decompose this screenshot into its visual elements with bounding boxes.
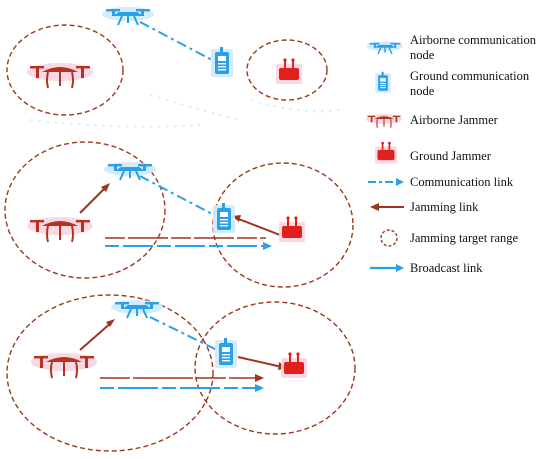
legend-item-airborne-jammer: Airborne Jammer bbox=[365, 113, 499, 129]
jamming-link-icon bbox=[370, 203, 404, 211]
legend-label-line-2: node bbox=[410, 84, 435, 98]
legend-label: Broadcast link bbox=[410, 261, 483, 275]
scenario-2 bbox=[4, 141, 354, 288]
jamming-link bbox=[235, 217, 281, 236]
broadcast-link-arrowhead bbox=[255, 384, 264, 392]
communication-link bbox=[149, 316, 218, 351]
jamming-range-ring bbox=[194, 301, 356, 435]
airborne-communication-node bbox=[103, 161, 157, 181]
legend-item-jamming-target-range: Jamming target range bbox=[380, 229, 519, 247]
legend-item-broadcast-link: Broadcast link bbox=[370, 261, 483, 275]
jamming-range-ring bbox=[6, 24, 124, 116]
ground-communication-node bbox=[213, 203, 235, 233]
legend-label: Airborne communication bbox=[410, 33, 537, 47]
communication-link bbox=[139, 175, 215, 216]
jamming-range-ring bbox=[246, 39, 328, 101]
ground-communication-node-icon bbox=[375, 71, 391, 93]
legend-label: Communication link bbox=[410, 175, 514, 189]
jamming-link bbox=[237, 356, 283, 368]
ground-jammer bbox=[279, 216, 305, 242]
legend-item-ground-jammer: Ground Jammer bbox=[374, 141, 492, 164]
legend-label: Airborne Jammer bbox=[410, 113, 499, 127]
ground-communication-node bbox=[211, 47, 233, 77]
legend-label: Ground Jammer bbox=[410, 149, 492, 163]
legend-label-line-2: node bbox=[410, 48, 435, 62]
legend-item-jamming-link: Jamming link bbox=[370, 200, 479, 214]
broadcast-link-icon bbox=[370, 264, 404, 272]
ground-jammer bbox=[276, 58, 302, 84]
legend-item-communication-link: Communication link bbox=[368, 175, 514, 189]
airborne-jammer bbox=[30, 352, 98, 379]
legend-label: Jamming link bbox=[410, 200, 479, 214]
communication-link-icon bbox=[368, 178, 404, 186]
airborne-jammer bbox=[26, 216, 94, 243]
legend-item-ground-communication-node: Ground communication node bbox=[375, 69, 530, 98]
ground-jammer bbox=[281, 352, 307, 378]
jamming-link bbox=[79, 321, 113, 351]
jamming-link-arrowhead bbox=[101, 183, 110, 192]
legend-item-airborne-communication-node: Airborne communication node bbox=[366, 33, 537, 62]
ground-communication-node bbox=[215, 338, 237, 368]
legend: Airborne communication node Ground commu… bbox=[365, 33, 537, 275]
airborne-communication-node bbox=[101, 6, 155, 26]
jamming-range-ring bbox=[4, 141, 166, 279]
jamming-target-range-icon bbox=[380, 229, 398, 247]
ground-jammer-icon bbox=[374, 141, 398, 164]
communication-link bbox=[139, 21, 213, 61]
jamming-link bbox=[79, 185, 108, 214]
jamming-range-ring bbox=[6, 294, 214, 452]
broadcast-link-arrowhead bbox=[263, 242, 272, 250]
legend-label: Jamming target range bbox=[410, 231, 519, 245]
airborne-communication-node-icon bbox=[366, 40, 404, 55]
jamming-link-arrowhead bbox=[255, 374, 264, 382]
airborne-jammer-icon bbox=[365, 113, 403, 129]
jamming-range-ring bbox=[212, 162, 354, 288]
airborne-jammer bbox=[26, 62, 94, 89]
scenario-1 bbox=[6, 6, 328, 116]
background-trails bbox=[29, 94, 341, 128]
airborne-communication-node bbox=[110, 299, 164, 319]
jamming-link-arrowhead bbox=[106, 319, 115, 327]
scenario-3 bbox=[6, 294, 356, 452]
legend-label: Ground communication bbox=[410, 69, 530, 83]
